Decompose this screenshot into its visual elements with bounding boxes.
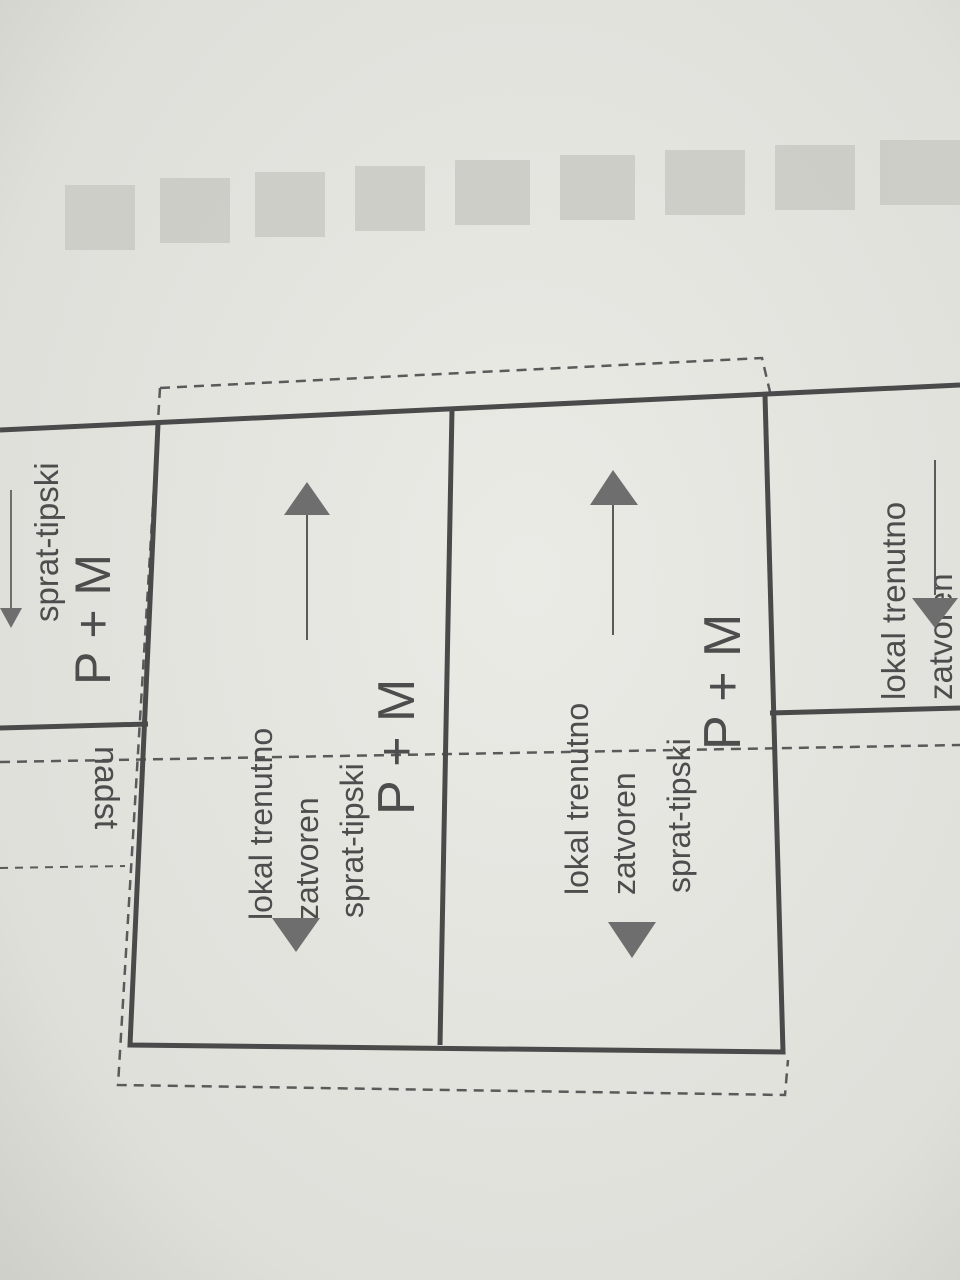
faded-pattern-bar xyxy=(65,140,960,250)
unit-lower-status-line2: zatvoren xyxy=(606,772,642,895)
left-unit-floors-label: P + M xyxy=(65,554,121,685)
left-unit: sprat-tipski P + M nadst xyxy=(0,462,125,830)
unit-upper-status-line1: lokal trenutno xyxy=(243,728,279,920)
unit-upper-floors-label: P + M xyxy=(368,679,426,815)
right-unit-status-line2: zatvoren xyxy=(922,573,959,700)
left-unit-arrow-icon xyxy=(0,608,22,628)
right-unit-status-line1: lokal trenutno xyxy=(875,502,912,700)
unit-upper: lokal trenutno zatvoren sprat-tipski P +… xyxy=(243,482,426,952)
right-unit-arrow-icon xyxy=(912,460,958,628)
unit-lower-type-label: sprat-tipski xyxy=(661,738,697,893)
unit-lower: lokal trenutno zatvoren sprat-tipski P +… xyxy=(559,470,752,958)
unit-upper-status-line2: zatvoren xyxy=(289,797,325,920)
unit-upper-entrance-arrow-icon xyxy=(284,482,330,640)
dashed-center-line xyxy=(0,743,960,764)
right-unit: lokal trenutno zatvoren xyxy=(875,460,959,700)
unit-lower-status-line1: lokal trenutno xyxy=(559,703,595,895)
dashed-left-line xyxy=(0,865,126,869)
unit-lower-exit-arrow-icon xyxy=(608,922,656,958)
wall-outlines xyxy=(0,382,960,1055)
unit-lower-entrance-arrow-icon xyxy=(590,470,638,635)
left-unit-type-label: sprat-tipski xyxy=(28,462,65,622)
unit-upper-exit-arrow-icon xyxy=(272,918,320,952)
unit-lower-floors-label: P + M xyxy=(694,614,752,750)
dashed-plot-boundary xyxy=(116,356,790,1097)
unit-upper-type-label: sprat-tipski xyxy=(334,763,370,918)
legend-label: nadst xyxy=(87,746,125,830)
